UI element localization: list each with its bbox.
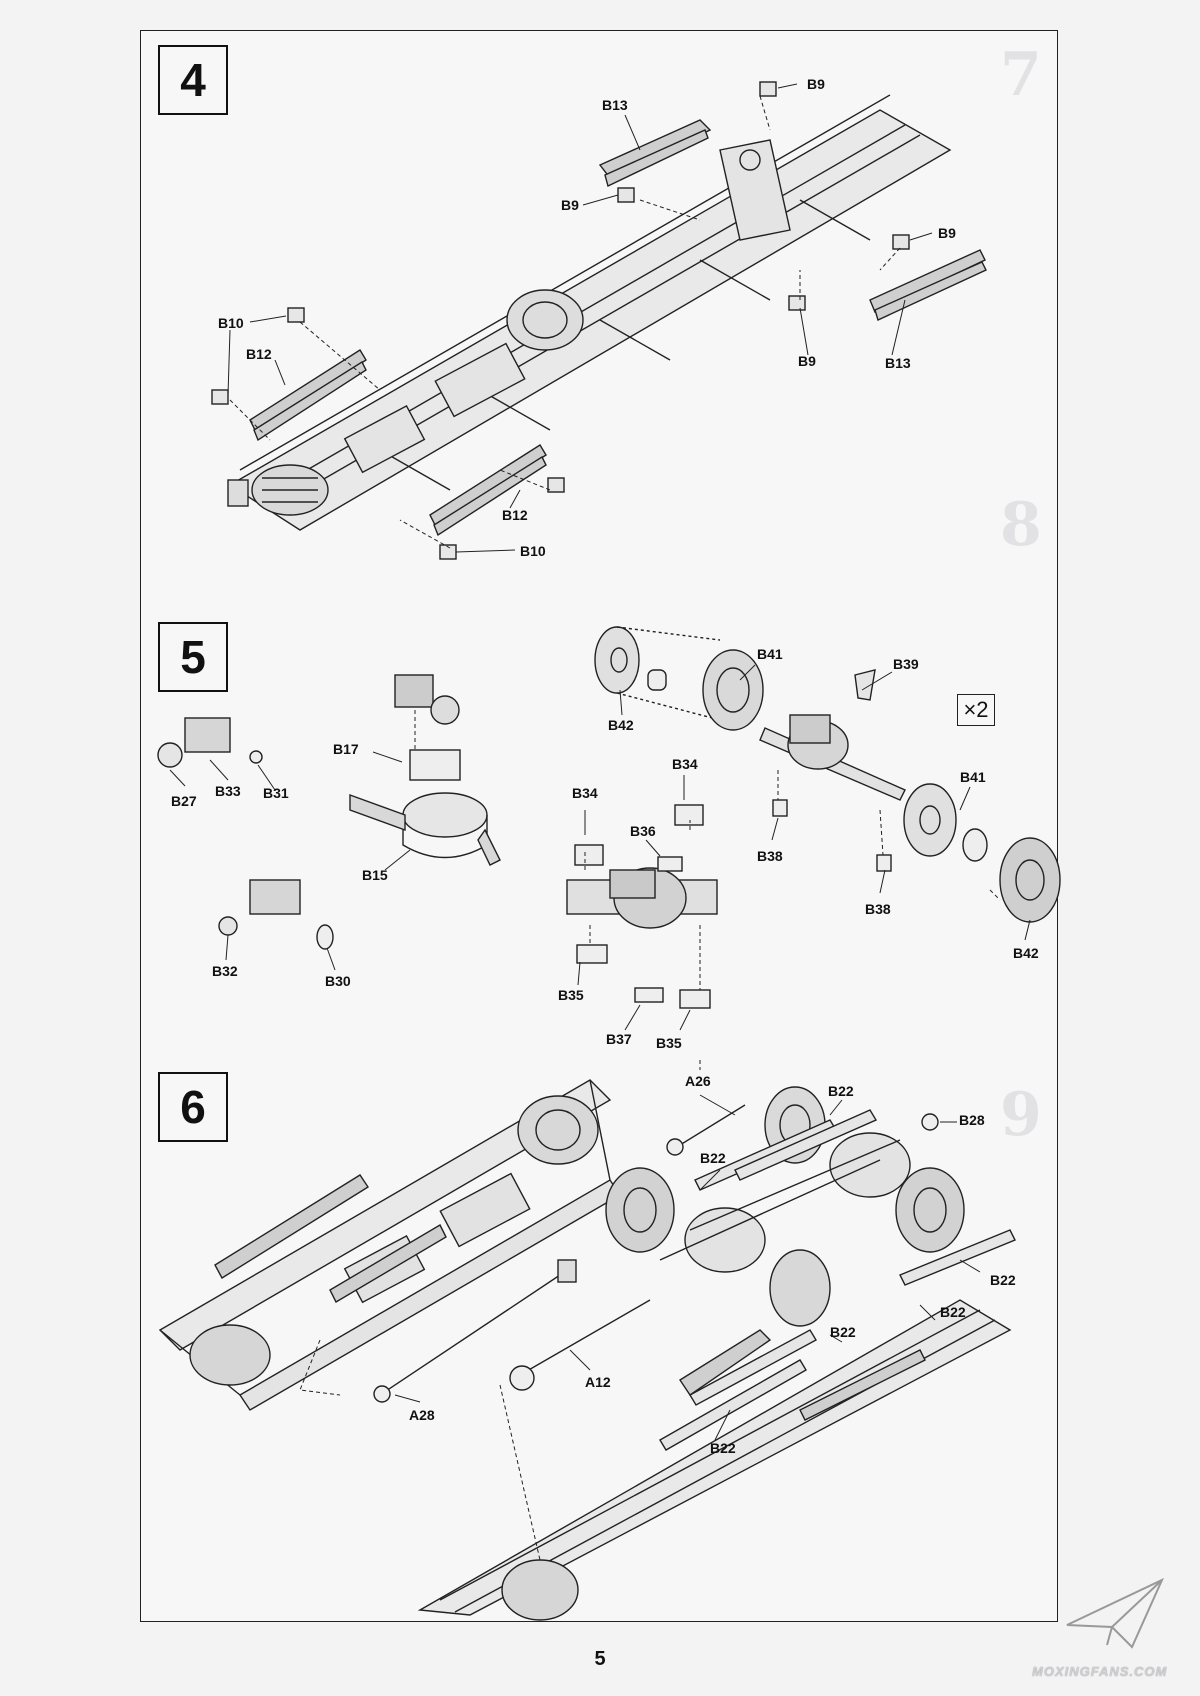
callout-b37: B37 [606,1031,632,1047]
paper-plane-logo [1066,1577,1165,1649]
callout-b9: B9 [798,353,816,369]
callout-b22: B22 [830,1324,856,1340]
callout-b42: B42 [1013,945,1039,961]
callout-b38: B38 [865,901,891,917]
callout-b22: B22 [990,1272,1016,1288]
callout-b34: B34 [672,756,698,772]
callout-b35: B35 [558,987,584,1003]
step-6-number: 6 [158,1072,228,1142]
callout-b35: B35 [656,1035,682,1051]
callout-b30: B30 [325,973,351,989]
callout-b13: B13 [885,355,911,371]
step4-chassis-frame [228,94,952,531]
callout-b13: B13 [602,97,628,113]
callout-b32: B32 [212,963,238,979]
step5-lower-diff [218,879,334,950]
callout-b9: B9 [561,197,579,213]
step-4-number: 4 [158,45,228,115]
callout-b38: B38 [757,848,783,864]
callout-a26: A26 [685,1073,711,1089]
step5-small-diff [157,717,263,768]
showthrough-mark: 7 [1000,40,1042,110]
callout-b41: B41 [757,646,783,662]
callout-a12: A12 [585,1374,611,1390]
callout-b22: B22 [828,1083,854,1099]
step4-winch [227,464,329,516]
callout-b15: B15 [362,867,388,883]
step6-leader-lines [299,1060,981,1561]
callout-b31: B31 [263,785,289,801]
callout-b9: B9 [938,225,956,241]
showthrough-mark: 9 [1000,1080,1042,1150]
callout-b39: B39 [893,656,919,672]
callout-b33: B33 [215,783,241,799]
callout-b17: B17 [333,741,359,757]
step4-transfer-case [343,289,584,474]
callout-b22: B22 [710,1440,736,1456]
callout-b41: B41 [960,769,986,785]
step4-leaf-springs [249,119,987,537]
callout-b12: B12 [502,507,528,523]
step5-wheel-top [594,626,764,731]
callout-a28: A28 [409,1407,435,1423]
callout-b10: B10 [218,315,244,331]
quantity-multiplier: ×2 [957,694,995,726]
step4-rear-mount [719,139,791,241]
step6-axle-assembly [605,1086,1016,1451]
step4-shackles [211,81,910,560]
callout-b22: B22 [940,1304,966,1320]
callout-b42: B42 [608,717,634,733]
callout-b27: B27 [171,793,197,809]
step6-propshafts [373,1104,746,1403]
step6-left-chassis [158,1079,621,1411]
callout-b22: B22 [700,1150,726,1166]
callout-b12: B12 [246,346,272,362]
watermark-text: MOXINGFANS.COM [1032,1664,1168,1679]
step4-leader-lines [227,83,933,553]
step6-rear-chassis [417,1299,1012,1621]
step5-rear-axle [759,669,1061,923]
step5-b15-housing [349,674,501,866]
callout-b36: B36 [630,823,656,839]
callout-b10: B10 [520,543,546,559]
callout-b28: B28 [959,1112,985,1128]
step5-leader-lines [169,664,1031,1031]
callout-b34: B34 [572,785,598,801]
step5-mid-axle [566,804,718,1009]
step6-left-springs [214,1174,447,1303]
showthrough-mark: 8 [1000,490,1042,560]
step-5-number: 5 [158,622,228,692]
page-number: 5 [594,1648,606,1670]
callout-b9: B9 [807,76,825,92]
